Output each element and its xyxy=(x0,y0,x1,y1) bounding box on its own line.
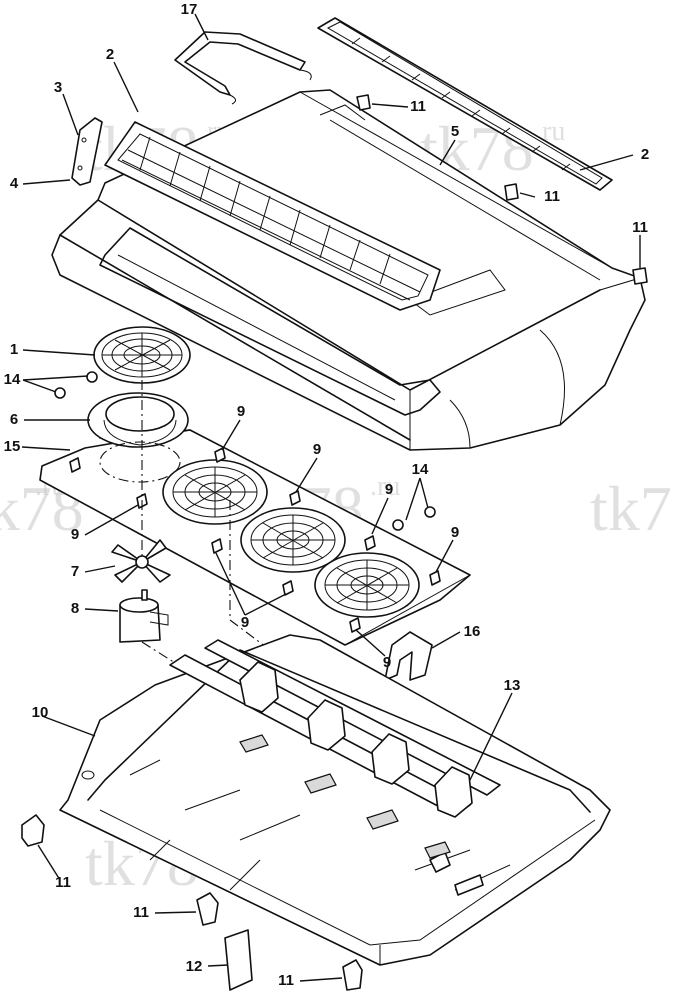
callout-9: 9 xyxy=(451,524,459,541)
watermark-text: tk78 xyxy=(590,473,674,544)
callout-2: 2 xyxy=(641,146,649,163)
callout-5: 5 xyxy=(451,123,459,140)
deck-fan-1 xyxy=(162,459,268,525)
callout-11: 11 xyxy=(133,904,149,921)
deck-fan-2 xyxy=(240,507,346,573)
callout-9: 9 xyxy=(383,654,391,671)
callout-8: 8 xyxy=(71,600,79,617)
front-grille xyxy=(104,121,441,311)
callout-14: 14 xyxy=(412,461,429,478)
callout-15: 15 xyxy=(4,438,21,455)
callout-1: 1 xyxy=(10,341,18,358)
callout-9: 9 xyxy=(313,441,321,458)
loose-brackets xyxy=(21,814,363,991)
deck-clips xyxy=(69,447,441,633)
callout-9: 9 xyxy=(71,526,79,543)
wing-nuts xyxy=(54,371,436,531)
deck-fan-3 xyxy=(314,552,420,618)
callout-11: 11 xyxy=(544,188,560,205)
callout-12: 12 xyxy=(186,958,203,975)
rail-brackets xyxy=(239,661,473,818)
callout-3: 3 xyxy=(54,79,62,96)
callout-13: 13 xyxy=(504,677,521,694)
bracket-16 xyxy=(384,631,433,681)
callout-17: 17 xyxy=(181,1,198,18)
callout-labels: 17 2 3 4 11 5 2 11 11 1 14 6 15 9 9 9 14… xyxy=(4,1,650,989)
motor xyxy=(119,589,169,643)
venturi-ring xyxy=(87,392,189,483)
callout-16: 16 xyxy=(464,623,481,640)
callout-14: 14 xyxy=(4,371,21,388)
fan-guard-top xyxy=(93,326,191,384)
callout-9: 9 xyxy=(237,403,245,420)
watermark-suffix: .ru xyxy=(370,471,400,502)
clip-11 xyxy=(356,94,648,285)
callout-9: 9 xyxy=(241,614,249,631)
callout-2: 2 xyxy=(106,46,114,63)
callout-4: 4 xyxy=(10,175,19,192)
callout-9: 9 xyxy=(385,481,393,498)
fan-blade xyxy=(111,539,171,583)
callout-11: 11 xyxy=(632,219,648,236)
gasket xyxy=(174,31,312,105)
hinge-bracket xyxy=(71,117,103,186)
callout-6: 6 xyxy=(10,411,18,428)
base-pads xyxy=(239,734,451,859)
callout-11: 11 xyxy=(55,874,71,891)
callout-11: 11 xyxy=(278,972,294,989)
leader-lines xyxy=(21,13,641,982)
callout-10: 10 xyxy=(32,704,49,721)
rear-grille xyxy=(317,17,613,191)
callout-7: 7 xyxy=(71,563,79,580)
callout-11: 11 xyxy=(410,98,426,115)
